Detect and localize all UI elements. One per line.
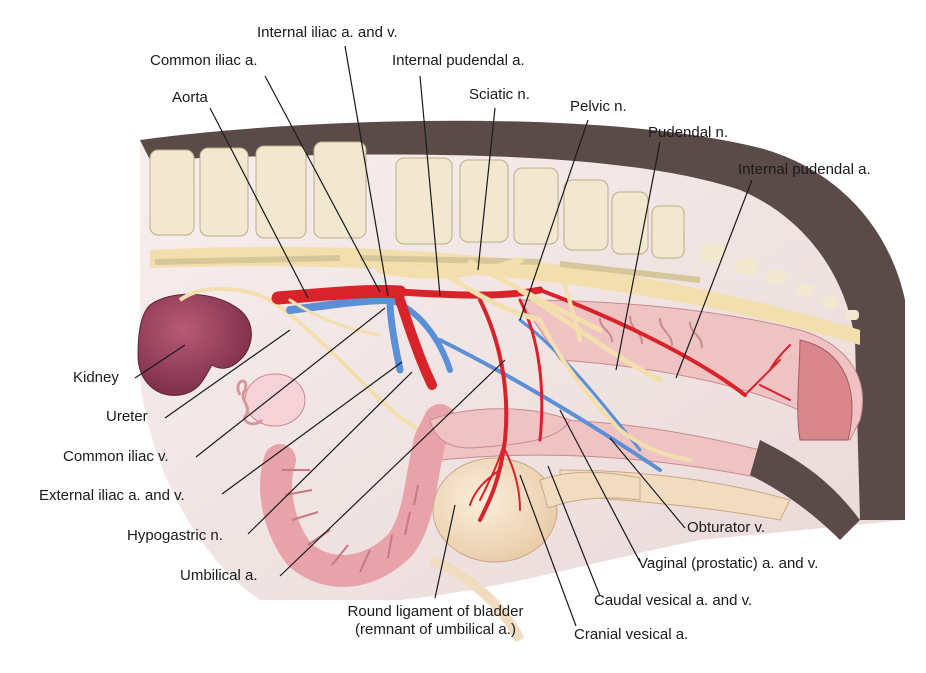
vaginal-vein-path bbox=[438, 338, 662, 472]
leader-hypogastric bbox=[247, 371, 413, 535]
bladder-neck bbox=[539, 471, 641, 509]
label-pudendal-n: Pudendal n. bbox=[648, 124, 729, 141]
label-kidney: Kidney bbox=[73, 369, 119, 386]
nerve-plexus-1 bbox=[427, 262, 543, 323]
uterine-body bbox=[429, 408, 571, 449]
label-common-iliac-v: Common iliac v. bbox=[63, 448, 169, 465]
rectum bbox=[519, 299, 863, 441]
label-round-ligament: Round ligament of bladder (remnant of um… bbox=[328, 603, 543, 639]
label-internal-pudendal-a-top: Internal pudendal a. bbox=[392, 52, 525, 69]
vertebra-14 bbox=[796, 284, 814, 296]
aorta-path bbox=[271, 285, 407, 305]
leader-pelvic bbox=[519, 119, 589, 321]
uterine-horn-rings bbox=[282, 469, 419, 573]
ureter-vessel bbox=[178, 286, 421, 432]
vertebra-1 bbox=[149, 149, 195, 236]
label-sciatic-n: Sciatic n. bbox=[469, 86, 530, 103]
vertebra-2 bbox=[199, 147, 249, 237]
vertebral-column bbox=[149, 141, 859, 320]
urinary-bladder bbox=[432, 457, 558, 563]
label-common-iliac-a: Common iliac a. bbox=[150, 52, 258, 69]
leader-cranial-vesical bbox=[519, 474, 577, 627]
label-external-iliac-av: External iliac a. and v. bbox=[39, 487, 185, 504]
perineum bbox=[750, 440, 860, 540]
vertebra-9 bbox=[611, 191, 649, 255]
label-hypogastric-n: Hypogastric n. bbox=[127, 527, 223, 544]
leader-pudendal-n bbox=[615, 141, 661, 371]
vertebra-15 bbox=[822, 296, 838, 308]
vertebra-3 bbox=[255, 145, 307, 239]
fimbriae bbox=[236, 379, 264, 426]
umbilical-artery-path bbox=[478, 298, 509, 522]
rectal-arteries-path bbox=[744, 344, 791, 401]
round-ligament-shape bbox=[428, 555, 525, 643]
leader-kidney bbox=[134, 344, 186, 379]
leader-common-iliac-a bbox=[264, 75, 381, 293]
label-cranial-vesical-a: Cranial vesical a. bbox=[574, 626, 689, 643]
anal-region bbox=[797, 339, 853, 441]
nerves bbox=[288, 256, 692, 462]
nerve-descending bbox=[558, 268, 582, 342]
label-umbilical-a: Umbilical a. bbox=[180, 567, 258, 584]
vertebra-5 bbox=[395, 157, 453, 245]
vertebra-13 bbox=[766, 270, 786, 284]
vertebra-6 bbox=[459, 159, 509, 243]
kidney-shape bbox=[137, 293, 252, 396]
vertebra-7 bbox=[513, 167, 559, 245]
leader-umbilical bbox=[279, 359, 506, 577]
cranial-vesical-artery-path bbox=[469, 439, 521, 511]
vertebra-10 bbox=[651, 205, 685, 259]
label-vaginal-prostatic-av: Vaginal (prostatic) a. and v. bbox=[638, 555, 819, 572]
leader-caudal-vesical bbox=[547, 465, 601, 597]
leader-lines bbox=[134, 45, 753, 627]
external-iliac-vein-path bbox=[386, 296, 404, 374]
label-pelvic-n: Pelvic n. bbox=[570, 98, 627, 115]
leader-external-iliac bbox=[221, 361, 403, 495]
leader-ureter bbox=[164, 329, 291, 419]
label-round-ligament-line1: Round ligament of bladder bbox=[347, 603, 524, 620]
leader-internal-pudendal-right bbox=[675, 179, 753, 379]
label-caudal-vesical-av: Caudal vesical a. and v. bbox=[594, 592, 753, 609]
leader-vaginal bbox=[559, 409, 641, 563]
label-aorta: Aorta bbox=[172, 89, 208, 106]
uterine-horn bbox=[260, 404, 456, 587]
external-iliac-artery-path bbox=[395, 295, 437, 390]
label-obturator-v: Obturator v. bbox=[687, 519, 766, 536]
label-ureter: Ureter bbox=[106, 408, 148, 425]
label-round-ligament-line2: (remnant of umbilical a.) bbox=[355, 621, 516, 638]
ovary bbox=[244, 373, 306, 427]
vertebra-11 bbox=[700, 244, 726, 262]
leader-common-iliac-v bbox=[195, 307, 386, 458]
pelvic-nerve-path bbox=[538, 318, 692, 462]
leader-aorta bbox=[209, 107, 309, 299]
leader-sciatic bbox=[477, 107, 496, 271]
leader-internal-iliac bbox=[344, 45, 389, 297]
vertebra-8 bbox=[563, 179, 609, 251]
label-internal-pudendal-a-right: Internal pudendal a. bbox=[738, 161, 871, 178]
label-internal-iliac-av: Internal iliac a. and v. bbox=[257, 24, 398, 41]
sciatic-nerve-path bbox=[376, 256, 524, 279]
leader-round-ligament bbox=[434, 504, 456, 599]
vertebra-12 bbox=[736, 258, 758, 274]
vertebra-16 bbox=[845, 310, 859, 320]
leader-internal-pudendal-top bbox=[419, 75, 441, 297]
hypogastric-nerve-path bbox=[288, 298, 382, 337]
body-cavity-background bbox=[140, 122, 905, 600]
pudendal-nerve-path bbox=[517, 287, 663, 383]
vertebra-4 bbox=[313, 141, 367, 239]
leader-obturator bbox=[609, 437, 686, 529]
